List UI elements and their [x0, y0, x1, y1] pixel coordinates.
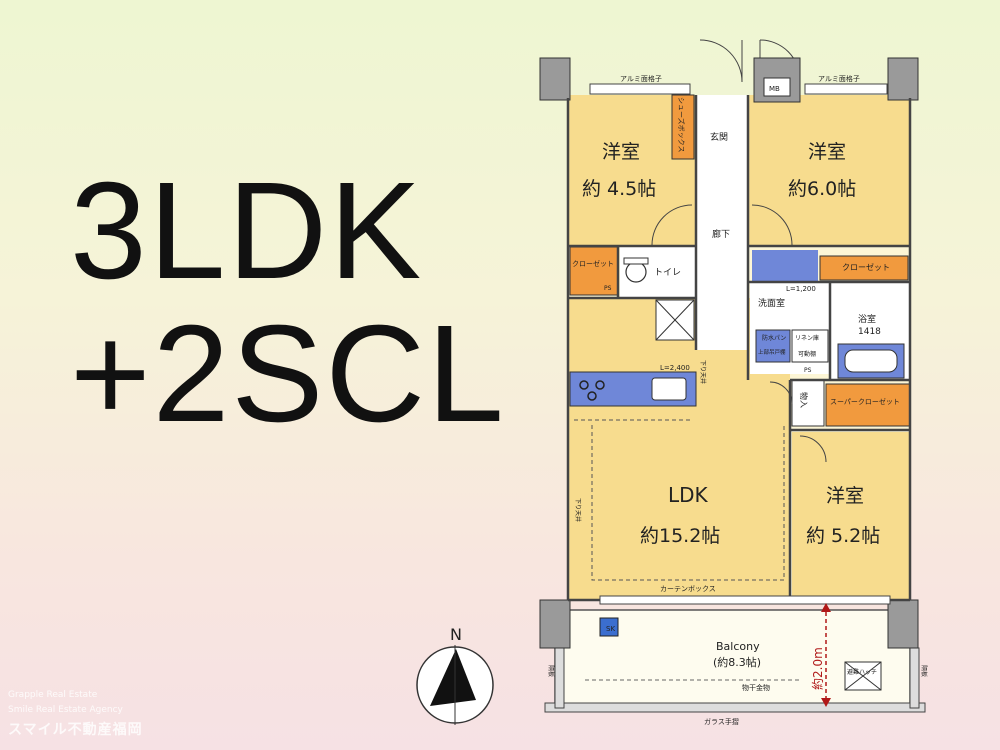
grille-right-label: アルミ面格子: [818, 74, 860, 83]
bath-name: 浴室: [858, 313, 876, 325]
layout-type-line2: +2SCL: [70, 297, 506, 451]
wash-utility: [752, 250, 818, 282]
compass-label: N: [450, 625, 462, 644]
linen-label: リネン庫: [795, 334, 819, 342]
glass-rail: [544, 702, 926, 713]
ps-label-2: PS: [804, 367, 812, 374]
partition-left-label: 隔板: [547, 665, 555, 677]
closet-west-label: クローゼット: [572, 259, 614, 268]
partition-right-label: 隔板: [920, 665, 928, 677]
partition-right-bar: [909, 647, 920, 709]
sk-label: SK: [606, 625, 615, 633]
mb-box: [763, 77, 791, 97]
entrance: [697, 95, 747, 160]
west-bedroom-name: 洋室: [602, 141, 640, 163]
room-south-bedroom: [792, 432, 910, 600]
window-grille-right: [804, 83, 888, 95]
room-east-bedroom: [748, 95, 910, 245]
evac-hatch-label: 避難ハッチ: [847, 668, 877, 676]
watermark-line2: Smile Real Estate Agency: [8, 705, 123, 715]
ps-label-1: PS: [604, 285, 612, 292]
west-bedroom-size: 約 4.5帖: [582, 178, 656, 200]
washroom-label: 洗面室: [758, 297, 785, 309]
waterproof-pan-label: 防水パン: [762, 334, 786, 342]
storage-small-box: [791, 379, 825, 427]
linen-box: [791, 329, 829, 363]
watermark-line3: スマイル不動産福岡: [8, 722, 143, 738]
entrance-label: 玄関: [710, 131, 728, 143]
drying-rack-label: 物干金物: [742, 683, 770, 692]
shoe-box-label: シューズボックス: [677, 97, 686, 152]
grille-left-label: アルミ面格子: [620, 74, 662, 83]
compass-needle-icon: [430, 649, 476, 706]
closet-east-label: クローゼット: [842, 262, 890, 272]
wash-length-label: L=1,200: [786, 285, 816, 293]
sk-icon: [599, 617, 619, 637]
movable-shelf-label: 可動棚: [798, 350, 816, 358]
super-closet-label: スーパークローゼット: [830, 397, 900, 406]
waterproof-pan-box: [755, 329, 791, 363]
partition-left-bar: [554, 647, 565, 709]
hallway: [697, 160, 747, 350]
kitchen-length-label: L=2,400: [660, 364, 690, 372]
hallway-label: 廊下: [712, 228, 730, 240]
glass-rail-label: ガラス手摺: [704, 717, 739, 726]
window-south: [599, 595, 891, 605]
balcony-name: Balcony: [716, 640, 760, 653]
mb-label: MB: [769, 85, 780, 93]
closet-east-box: [819, 255, 909, 281]
ldk-size: 約15.2帖: [640, 525, 720, 547]
shoe-box: [671, 94, 695, 160]
balcony-depth-label: 約2.0m: [810, 647, 825, 690]
drop-wall-ldk-label: 下り天井: [574, 498, 582, 522]
south-bedroom-size: 約 5.2帖: [806, 525, 880, 547]
toilet-label: トイレ: [654, 268, 681, 278]
south-bedroom-name: 洋室: [826, 485, 864, 507]
drop-wall-kitchen-label: 下り天井: [699, 360, 707, 384]
storage-small-label: 物入: [799, 392, 809, 408]
curtain-box-label: カーテンボックス: [660, 585, 716, 593]
window-grille-left: [589, 83, 691, 95]
east-bedroom-size: 約6.0帖: [788, 178, 856, 200]
layout-type-line1: 3LDK: [70, 154, 424, 308]
upper-cabinet-label: 上部吊戸棚: [758, 348, 786, 356]
ldk-name: LDK: [668, 483, 709, 507]
east-bedroom-name: 洋室: [808, 141, 846, 163]
watermark-line1: Grapple Real Estate: [8, 690, 98, 700]
bath-size: 1418: [858, 327, 881, 337]
balcony-size: (約8.3帖): [713, 655, 761, 669]
